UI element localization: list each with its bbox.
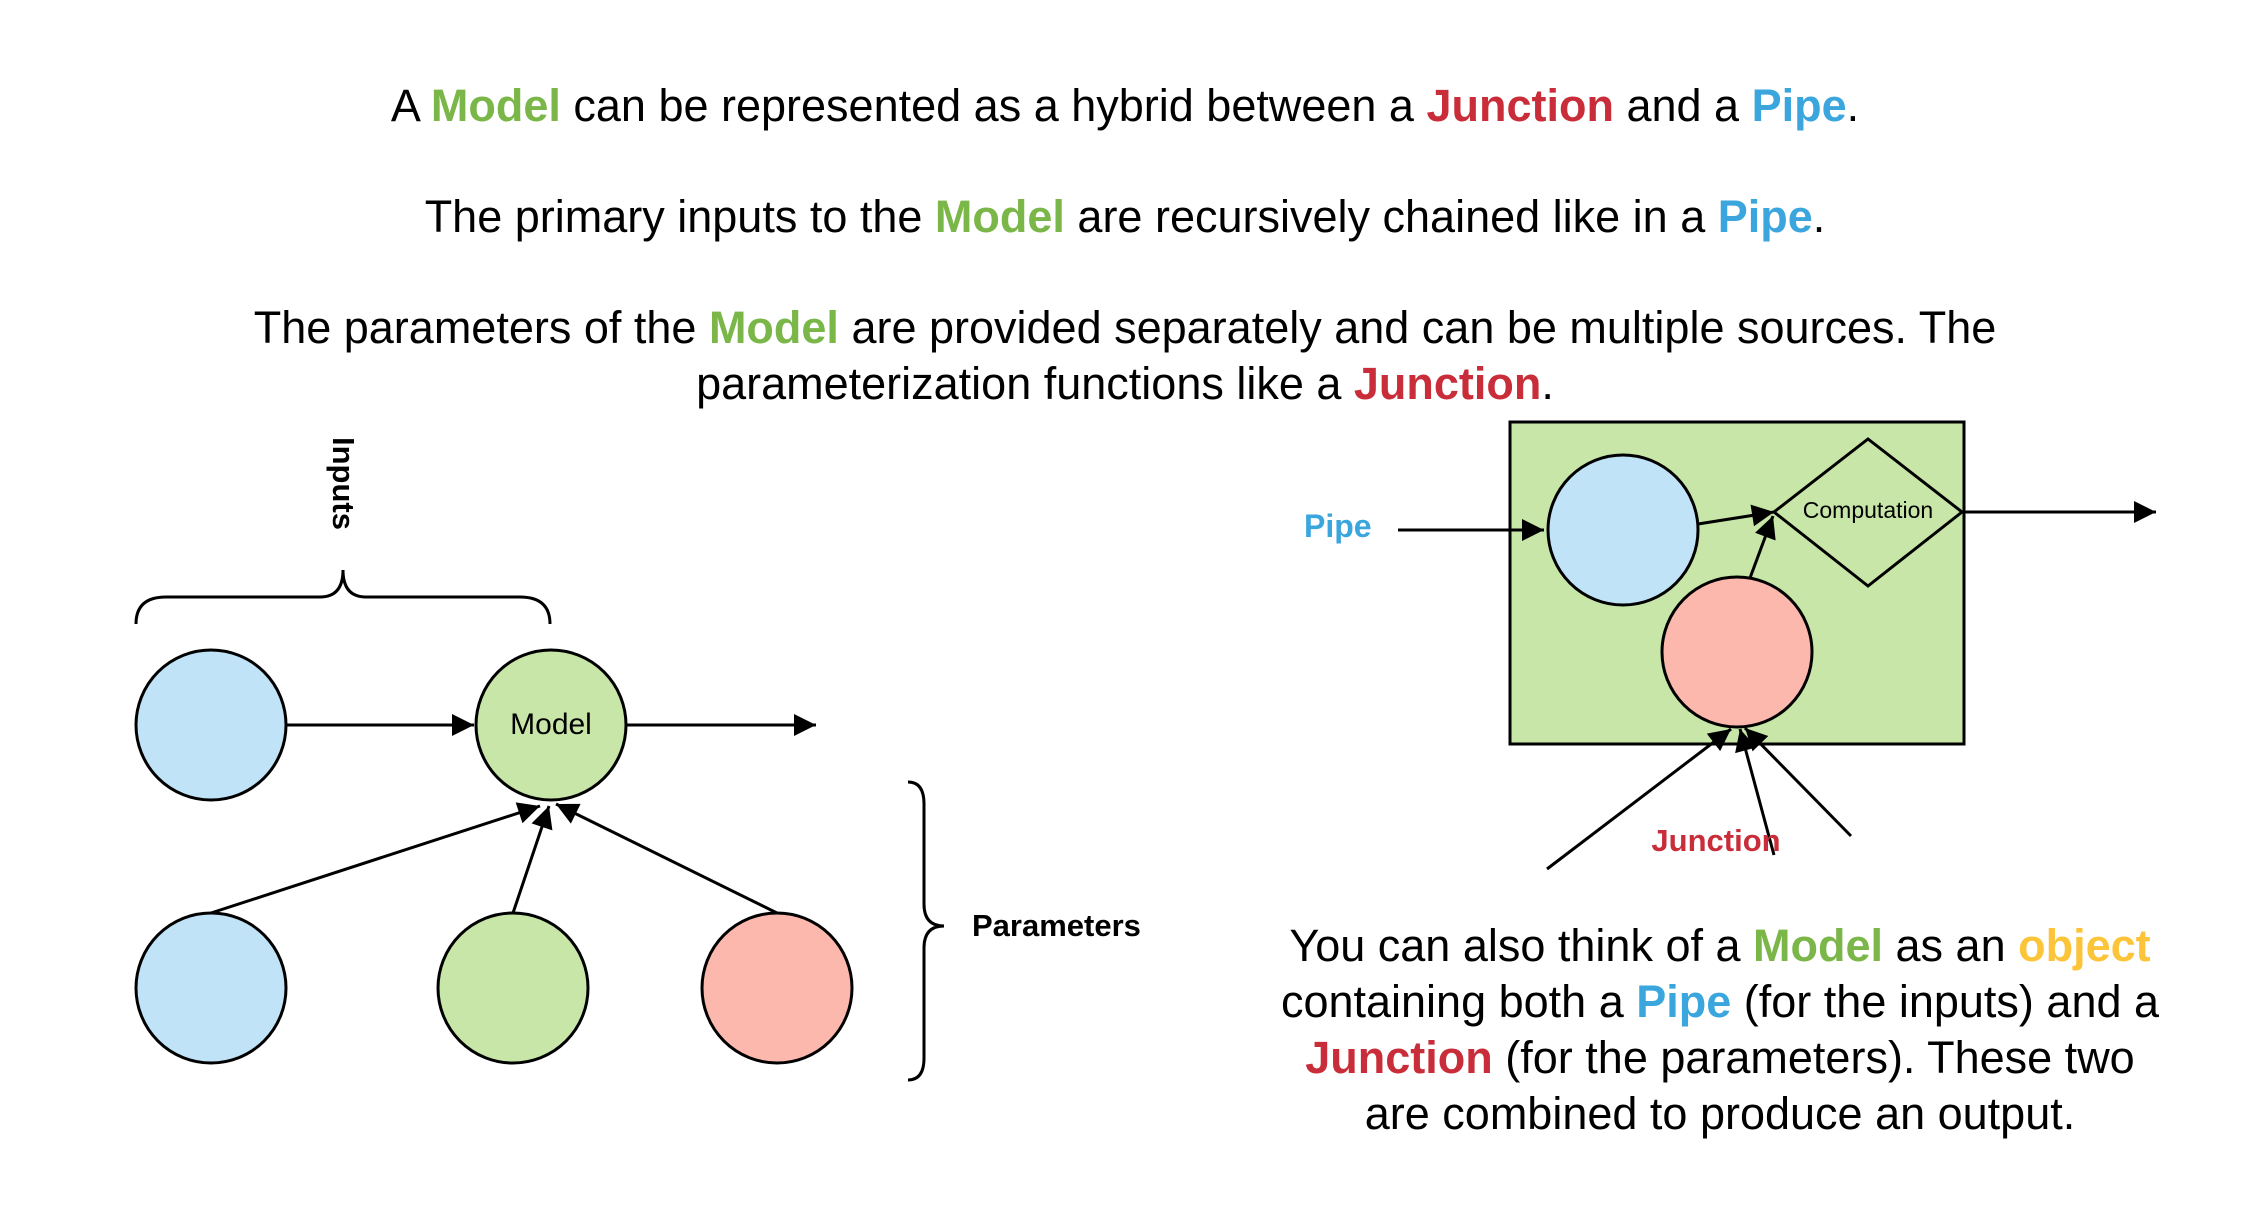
parameters-label: Parameters (972, 908, 1141, 943)
junction-to-computation-arrow (1748, 515, 1776, 579)
input-node-blue (134, 648, 288, 802)
object-line-3: Junction (for the parameters). These two (1230, 1030, 2210, 1086)
text-span: are combined to produce an output. (1364, 1088, 2076, 1139)
junction-input-arrow-3 (1743, 726, 1853, 838)
computation-label: Computation (1803, 497, 1933, 523)
text-span: containing both a (1280, 976, 1637, 1027)
pipe-keyword: Pipe (1751, 80, 1847, 131)
junction-keyword: Junction (1305, 1032, 1493, 1083)
model-keyword: Model (1753, 920, 1884, 971)
junction-input-arrow-1 (1546, 727, 1732, 871)
text-span: The primary inputs to the (424, 191, 935, 242)
text-span: as an (1883, 920, 2019, 971)
pipe-node (1546, 453, 1700, 607)
junction-label: Junction (1651, 823, 1780, 858)
text-span: . (1541, 358, 1554, 409)
object-line-2: containing both a Pipe (for the inputs) … (1230, 974, 2210, 1030)
text-span: (for the inputs) and a (1731, 976, 2160, 1027)
object-line-4: are combined to produce an output. (1230, 1086, 2210, 1142)
param-node-blue (134, 911, 288, 1065)
pipe-keyword: Pipe (1717, 191, 1813, 242)
intro-line-1: A Model can be represented as a hybrid b… (0, 78, 2250, 134)
text-span: . (1846, 80, 1860, 131)
inputs-brace (134, 569, 552, 625)
computation-diamond (1771, 437, 1965, 588)
junction-keyword: Junction (1426, 80, 1614, 131)
param-green-arrow (511, 805, 553, 914)
text-span: (for the parameters). These two (1492, 1032, 2135, 1083)
model-keyword: Model (708, 302, 839, 353)
paragraph-3-line-1: The parameters of the Model are provided… (0, 300, 2250, 356)
param-node-red (700, 911, 854, 1065)
text-span: A (390, 80, 431, 131)
pipe-to-computation-arrow (1697, 504, 1775, 527)
intro-paragraph-3: The parameters of the Model are provided… (0, 300, 2250, 412)
junction-keyword: Junction (1353, 358, 1542, 409)
pipe-keyword: Pipe (1636, 976, 1732, 1027)
text-span: and a (1613, 80, 1752, 131)
text-span: parameterization functions like a (696, 358, 1354, 409)
junction-node (1660, 575, 1814, 729)
parameters-brace (907, 780, 945, 1082)
text-span: You can also think of a (1289, 920, 1754, 971)
text-span: are recursively chained like in a (1064, 191, 1718, 242)
model-keyword: Model (430, 80, 561, 131)
paragraph-3-line-2: parameterization functions like a Juncti… (0, 356, 2250, 412)
intro-line-2: The primary inputs to the Model are recu… (0, 189, 2250, 245)
pipe-label: Pipe (1304, 508, 1372, 544)
object-keyword: object (2018, 920, 2151, 971)
text-span: can be represented as a hybrid between a (560, 80, 1427, 131)
text-span: are provided separately and can be multi… (838, 302, 1997, 353)
object-explanation: You can also think of a Model as an obje… (1230, 918, 2210, 1142)
param-blue-arrow (210, 802, 541, 915)
param-red-arrow (555, 802, 778, 915)
left-diagram: Inputs Model Parameters (134, 437, 1141, 1082)
model-keyword: Model (934, 191, 1065, 242)
text-span: The parameters of the (253, 302, 709, 353)
object-line-1: You can also think of a Model as an obje… (1230, 918, 2210, 974)
right-diagram: Pipe Computation Junction (1304, 420, 2156, 871)
inputs-label: Inputs (326, 437, 361, 530)
model-node-label: Model (510, 708, 592, 741)
param-node-green (436, 911, 590, 1065)
text-span: . (1812, 191, 1826, 242)
